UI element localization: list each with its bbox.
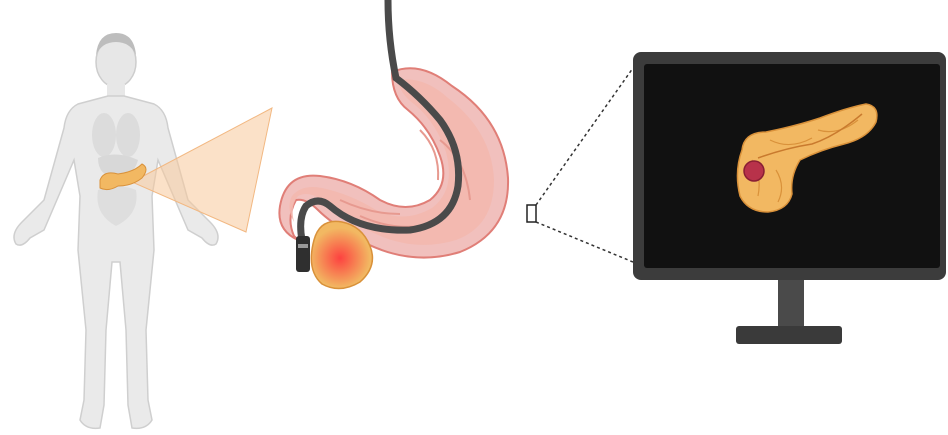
lesion-marker — [744, 161, 764, 181]
human-body-icon — [14, 33, 218, 428]
zoom-box — [527, 205, 536, 222]
ultrasound-probe-icon — [296, 236, 310, 272]
zoom-line-top — [536, 68, 633, 205]
zoom-line-bottom — [536, 222, 633, 262]
